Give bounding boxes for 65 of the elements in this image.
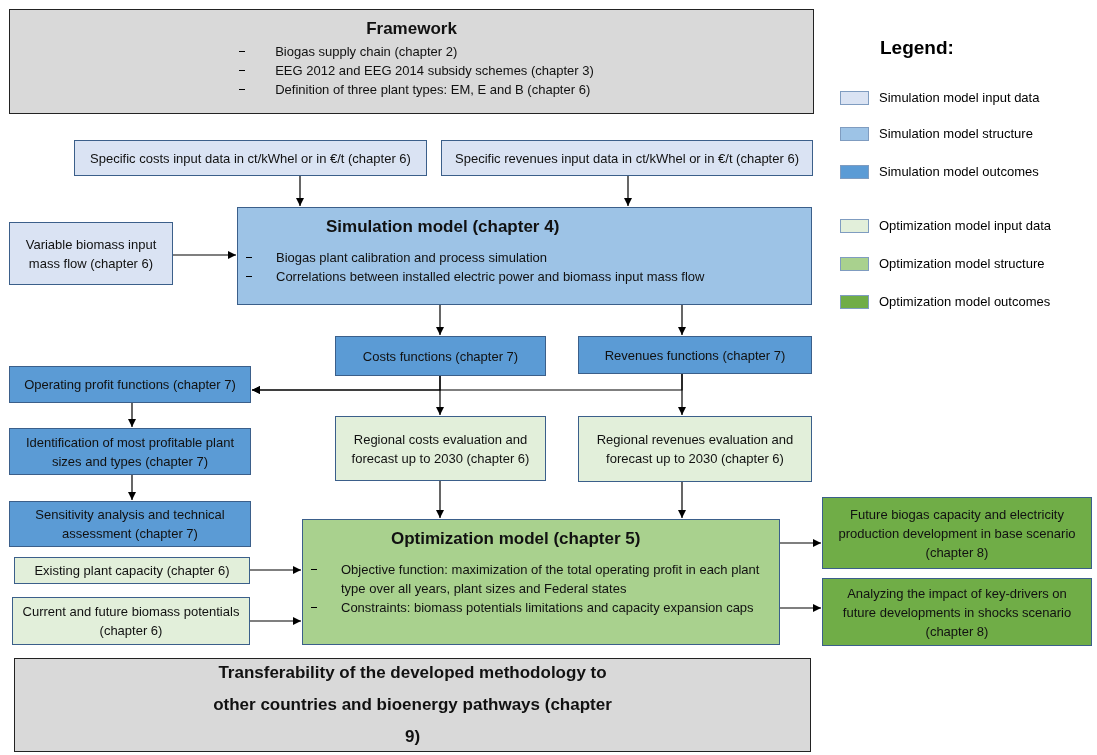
arrow (779, 538, 822, 548)
legend-text: Optimization model outcomes (879, 293, 1051, 311)
arrow (677, 373, 687, 416)
arrow (435, 480, 445, 519)
arrow (623, 175, 633, 207)
arrow (677, 304, 687, 336)
arrow (249, 616, 302, 626)
arrow (127, 474, 137, 501)
legend-text: Simulation model outcomes (879, 163, 1039, 181)
box-text: Sensitivity analysis and technical assessment (chapter 7) (34, 506, 226, 543)
input-data-box (14, 557, 250, 584)
outcome-box (822, 497, 1092, 569)
bullet-text: Constraints: biomass potentials limitations and capacity expansion caps (341, 599, 754, 617)
box-text: Specific costs input data in ct/kWhel or in €/t (chapter 6) (90, 149, 411, 168)
arrow (295, 175, 305, 207)
bullet-text: Biogas plant calibration and process simulation (276, 249, 547, 267)
input-data-box (74, 140, 427, 176)
bullet-text: EEG 2012 and EEG 2014 subsidy schemes (chapter 3) (275, 62, 594, 80)
model-box (237, 207, 812, 305)
box-text: Regional costs evaluation and forecast up to 2030 (chapter 6) (350, 430, 531, 468)
framework-box (9, 9, 814, 114)
input-data-box (441, 140, 813, 176)
box-text: Analyzing the impact of key-drivers on future developments in shocks scenario (chapter 8) (841, 584, 1073, 641)
arrow (127, 402, 137, 428)
outcome-box (9, 366, 251, 403)
legend-text: Optimization model structure (879, 255, 1045, 273)
bullet-text: Objective function: maximization of the total operating profit in each plant type over all years, plant sizes and Federal states (341, 561, 761, 598)
legend-text: Simulation model structure (879, 125, 1033, 143)
box-heading: Framework (366, 18, 457, 40)
box-text: Transferability of the developed methodology to other countries and bioenergy pathways (chapter 9) (212, 662, 613, 748)
input-data-box (335, 416, 546, 481)
legend-title: Legend: (880, 36, 954, 60)
input-data-box (578, 416, 812, 482)
arrow (435, 304, 445, 336)
bullet-text: Definition of three plant types: EM, E and B (chapter 6) (275, 81, 591, 99)
arrow (249, 565, 302, 575)
arrow (172, 250, 237, 260)
box-text: Variable biomass input mass flow (chapter 6) (24, 235, 158, 273)
outcome-box (822, 578, 1092, 646)
box-heading: Simulation model (chapter 4) (326, 216, 560, 238)
outcome-box (578, 336, 812, 374)
bullet-text: Biogas supply chain (chapter 2) (275, 43, 458, 61)
transferability-box (14, 658, 811, 752)
input-data-box (12, 597, 250, 645)
bullet-text: Correlations between installed electric power and biomass input mass flow (276, 268, 705, 286)
box-text: Current and future biomass potentials (chapter 6) (21, 603, 241, 640)
box-text: Existing plant capacity (chapter 6) (34, 562, 230, 580)
box-text: Identification of most profitable plant sizes and types (chapter 7) (24, 433, 236, 471)
legend-text: Optimization model input data (879, 217, 1051, 235)
arrow (779, 603, 822, 613)
box-text: Regional revenues evaluation and forecast up to 2030 (chapter 6) (595, 431, 795, 468)
arrow (435, 375, 445, 416)
box-text: Operating profit functions (chapter 7) (24, 376, 236, 394)
box-text: Revenues functions (chapter 7) (604, 346, 786, 365)
box-text: Costs functions (chapter 7) (362, 347, 519, 366)
outcome-box (9, 428, 251, 475)
outcome-box (9, 501, 251, 547)
outcome-box (335, 336, 546, 376)
arrow (677, 481, 687, 519)
box-heading: Optimization model (chapter 5) (391, 528, 641, 550)
input-data-box (9, 222, 173, 285)
legend-text: Simulation model input data (879, 89, 1040, 107)
model-box (302, 519, 780, 645)
box-text: Specific revenues input data in ct/kWhel or in €/t (chapter 6) (455, 149, 799, 168)
box-text: Future biogas capacity and electricity production development in base scenario (chapter 8) (837, 505, 1077, 562)
